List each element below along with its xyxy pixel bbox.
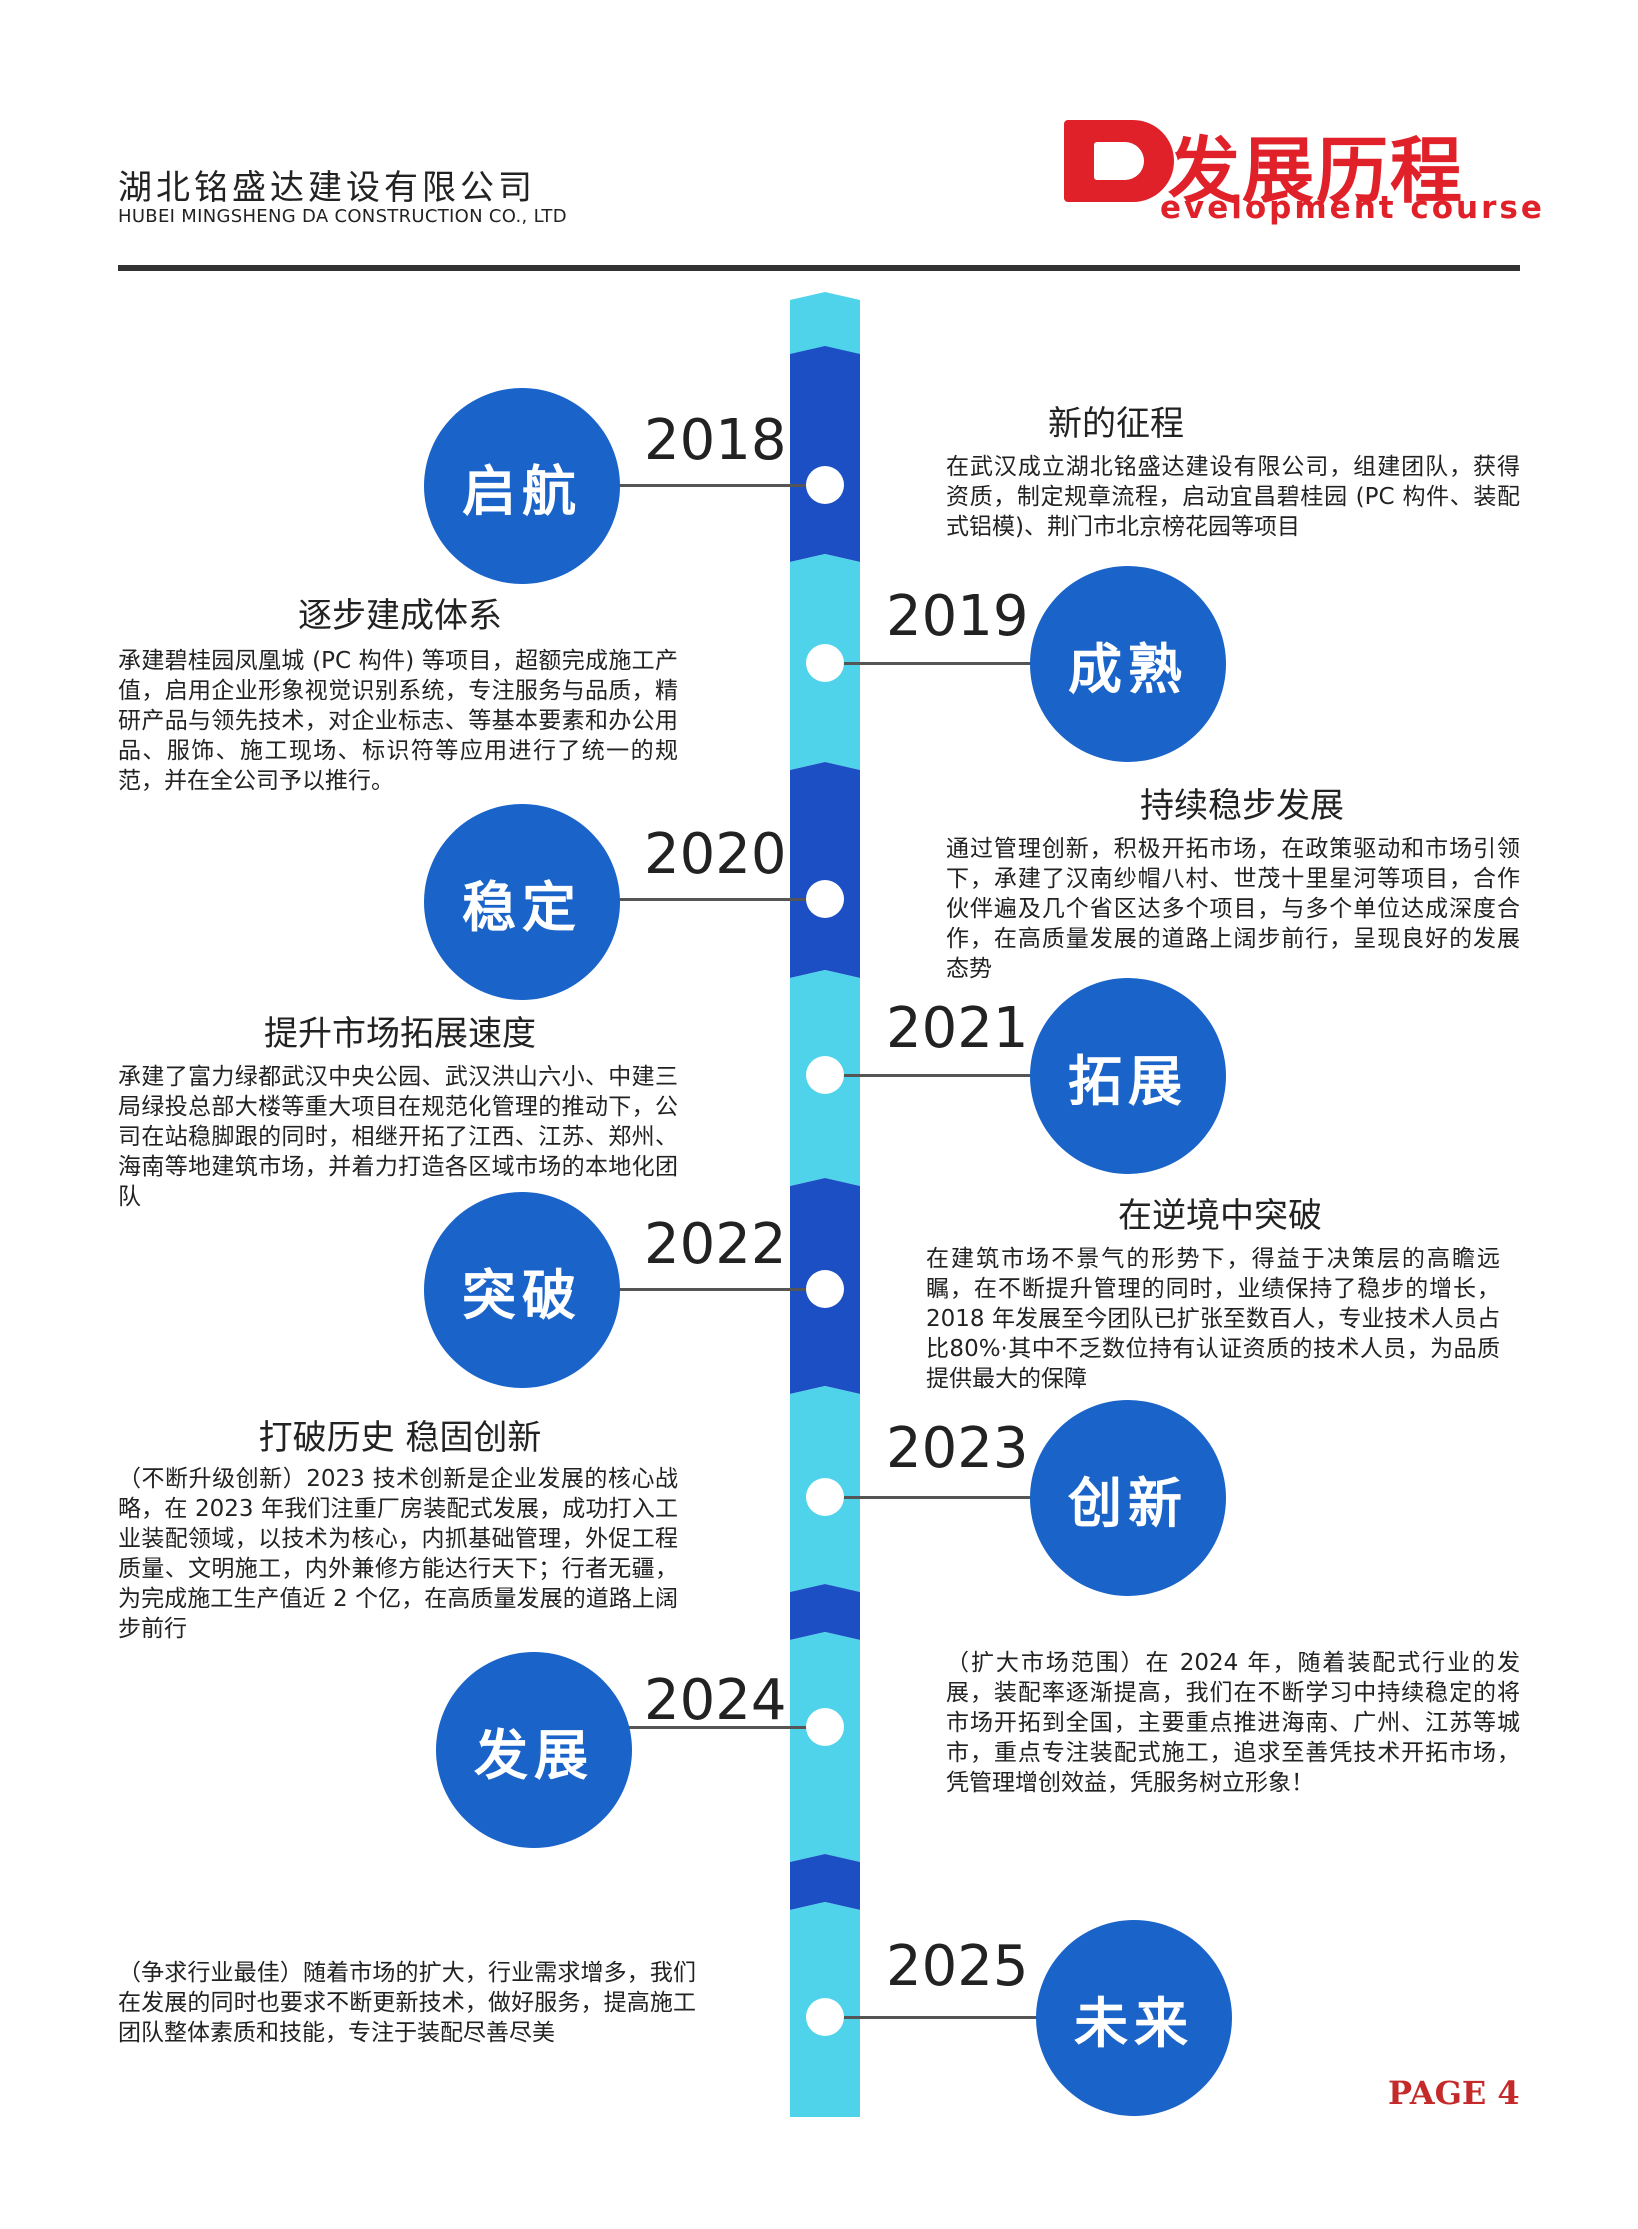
milestone-text-2018: 在武汉成立湖北铭盛达建设有限公司，组建团队，获得资质，制定规章流程，启动宜昌碧桂…: [946, 454, 1520, 540]
timeline-spine: [790, 292, 860, 2117]
company-name-cn: 湖北铭盛达建设有限公司: [118, 168, 536, 208]
year-badge-2025: 未来: [1036, 1920, 1232, 2116]
timeline-node-2025: [806, 1998, 844, 2036]
timeline-node-2024: [806, 1708, 844, 1746]
year-label-2023: 2023: [886, 1416, 1029, 1481]
connector-line-2023: [830, 1496, 1060, 1499]
header-divider: [118, 265, 1520, 271]
connector-line-2025: [830, 2016, 1060, 2019]
timeline-node-2020: [806, 880, 844, 918]
connector-line-2024: [610, 1726, 822, 1729]
timeline-node-2019: [806, 644, 844, 682]
milestone-text-2020: 通过管理创新，积极开拓市场，在政策驱动和市场引领下，承建了汉南纱帽八村、世茂十里…: [946, 836, 1520, 982]
d-letter-logo-icon: [1064, 120, 1174, 202]
connector-line-2019: [830, 662, 1060, 665]
year-badge-2018: 启航: [424, 388, 620, 584]
connector-line-2020: [600, 898, 822, 901]
milestone-text-2024: （扩大市场范围）在 2024 年，随着装配式行业的发展，装配率逐渐提高，我们在不…: [946, 1650, 1520, 1796]
year-label-2020: 2020: [644, 822, 787, 887]
milestone-heading-2019: 逐步建成体系: [298, 596, 502, 636]
year-label-2021: 2021: [886, 996, 1029, 1061]
milestone-text-2023: （不断升级创新）2023 技术创新是企业发展的核心战略，在 2023 年我们注重…: [118, 1466, 678, 1642]
milestone-heading-2020: 持续稳步发展: [1140, 786, 1344, 826]
year-badge-2021: 拓展: [1030, 978, 1226, 1174]
connector-line-2021: [830, 1074, 1060, 1077]
milestone-text-2021: 承建了富力绿都武汉中央公园、武汉洪山六小、中建三局绿投总部大楼等重大项目在规范化…: [118, 1064, 678, 1210]
year-label-2022: 2022: [644, 1212, 787, 1277]
year-badge-2023: 创新: [1030, 1400, 1226, 1596]
year-badge-2020: 稳定: [424, 804, 620, 1000]
year-label-2019: 2019: [886, 584, 1029, 649]
milestone-text-2025: （争求行业最佳）随着市场的扩大，行业需求增多，我们在发展的同时也要求不断更新技术…: [118, 1960, 696, 2046]
milestone-text-2022: 在建筑市场不景气的形势下，得益于决策层的高瞻远瞩，在不断提升管理的同时，业绩保持…: [926, 1246, 1500, 1392]
year-label-2018: 2018: [644, 408, 787, 473]
year-badge-2022: 突破: [424, 1192, 620, 1388]
connector-line-2018: [600, 484, 822, 487]
section-subtitle: evelopment course: [1160, 190, 1545, 226]
timeline-node-2021: [806, 1056, 844, 1094]
year-badge-2019: 成熟: [1030, 566, 1226, 762]
page-number: PAGE 4: [1388, 2074, 1520, 2112]
timeline-node-2023: [806, 1478, 844, 1516]
year-label-2025: 2025: [886, 1934, 1029, 1999]
year-badge-2024: 发展: [436, 1652, 632, 1848]
connector-line-2022: [600, 1288, 822, 1291]
milestone-heading-2018: 新的征程: [1048, 404, 1184, 444]
milestone-heading-2022: 在逆境中突破: [1118, 1196, 1322, 1236]
year-label-2024: 2024: [644, 1668, 787, 1733]
timeline-node-2022: [806, 1270, 844, 1308]
timeline-node-2018: [806, 466, 844, 504]
section-title: 发展历程: [1168, 129, 1465, 213]
company-name-en: HUBEI MINGSHENG DA CONSTRUCTION CO., LTD: [118, 206, 567, 227]
milestone-text-2019: 承建碧桂园凤凰城 (PC 构件) 等项目，超额完成施工产值，启用企业形象视觉识别…: [118, 648, 678, 794]
milestone-heading-2021: 提升市场拓展速度: [264, 1014, 536, 1054]
milestone-heading-2023: 打破历史 稳固创新: [258, 1418, 542, 1458]
